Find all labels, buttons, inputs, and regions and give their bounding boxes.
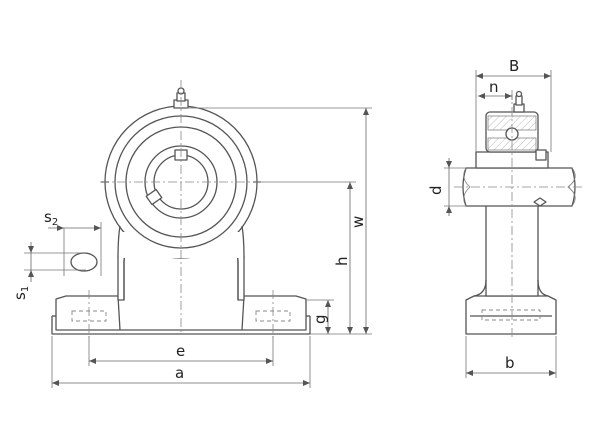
label-b: b (505, 354, 515, 372)
B-arrow-right (544, 73, 551, 79)
w-arrow-top (363, 108, 369, 115)
front-base-bottom (51, 316, 311, 335)
g-arrow-bottom (325, 327, 331, 334)
s2-arrow-right (94, 225, 101, 231)
housing-neck-right (241, 225, 245, 259)
side-bolt-slot (481, 309, 541, 321)
label-n: n (489, 78, 499, 96)
d-arrow-bottom (446, 206, 452, 213)
label-h: h (333, 256, 351, 266)
set-screw-side (145, 188, 163, 206)
shaft-break-left (463, 167, 471, 207)
s2-arrow-left (57, 225, 64, 231)
g-arrow-top (325, 300, 331, 307)
s1-arrow-bottom (28, 270, 34, 277)
side-grease-tip (515, 90, 523, 98)
label-d: d (427, 185, 445, 195)
front-base-right (241, 295, 307, 331)
n-arrow-right (505, 93, 512, 99)
front-view: s2 s1 e a h w g (11, 80, 372, 388)
side-view: B n d b (427, 57, 584, 378)
housing-neck-left (117, 225, 121, 259)
side-marker (533, 197, 547, 207)
label-a: a (175, 364, 184, 382)
side-grease-stem (515, 95, 523, 106)
slot-detail-ellipse (70, 252, 98, 272)
side-pedestal-curve-right (537, 279, 549, 297)
w-arrow-bottom (363, 327, 369, 334)
label-s1: s1 (11, 286, 31, 300)
b-arrow-right (549, 370, 556, 376)
h-arrow-top (347, 182, 353, 189)
a-arrow-right (303, 380, 310, 386)
n-arrow-left (478, 93, 485, 99)
label-s2: s2 (44, 208, 58, 228)
label-B: B (509, 57, 519, 75)
d-arrow-top (446, 161, 452, 168)
side-pedestal-curve-left (473, 279, 487, 297)
label-w: w (349, 216, 367, 228)
front-base (55, 295, 121, 331)
e-arrow-left (89, 358, 96, 364)
h-arrow-bottom (347, 327, 353, 334)
a-arrow-left (52, 380, 59, 386)
s1-arrow-top (28, 246, 34, 253)
b-arrow-left (466, 370, 473, 376)
label-e: e (176, 342, 185, 360)
B-arrow-left (476, 73, 483, 79)
e-arrow-right (266, 358, 273, 364)
side-set-screw (535, 149, 547, 161)
side-base (465, 295, 557, 335)
label-g: g (311, 314, 329, 324)
